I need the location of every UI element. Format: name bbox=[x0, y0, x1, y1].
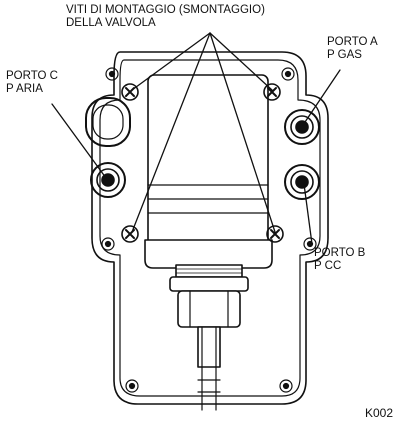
port-a-label: PORTO A P GAS bbox=[327, 36, 378, 62]
mounting-screw-top-right bbox=[263, 83, 281, 101]
mounting-screw-top-left bbox=[121, 83, 139, 101]
mounting-screw-bottom-left bbox=[121, 225, 139, 243]
port-a-label-line1: PORTO A bbox=[327, 36, 378, 48]
housing-screw bbox=[101, 67, 317, 393]
figure-code: K002 bbox=[365, 406, 394, 420]
mounting-screws-label: VITI DI MONTAGGIO (SMONTAGGIO) DELLA VAL… bbox=[66, 4, 265, 30]
solenoid-cap bbox=[144, 239, 273, 269]
port-c-label: PORTO C P ARIA bbox=[6, 70, 58, 96]
port-c-plug bbox=[85, 97, 131, 147]
port-a bbox=[284, 109, 320, 145]
port-c-label-line1: PORTO C bbox=[6, 70, 58, 82]
port-a-label-line2: P GAS bbox=[327, 49, 362, 61]
mounting-screws-label-line2: DELLA VALVOLA bbox=[66, 17, 156, 29]
mounting-screws-label-line1: VITI DI MONTAGGIO (SMONTAGGIO) bbox=[66, 4, 265, 16]
port-b-label-line2: P CC bbox=[314, 260, 342, 272]
port-b-label: PORTO B P CC bbox=[314, 247, 365, 273]
port-b-label-line1: PORTO B bbox=[314, 247, 366, 259]
leader-lines bbox=[51, 32, 341, 245]
mounting-screw-bottom-right bbox=[266, 225, 284, 243]
port-c-label-line2: P ARIA bbox=[6, 83, 43, 95]
housing-inner-rim bbox=[99, 59, 321, 397]
port-c bbox=[90, 162, 126, 198]
port-b bbox=[284, 164, 320, 200]
solenoid-body bbox=[147, 74, 269, 256]
cable-gland bbox=[169, 264, 249, 411]
